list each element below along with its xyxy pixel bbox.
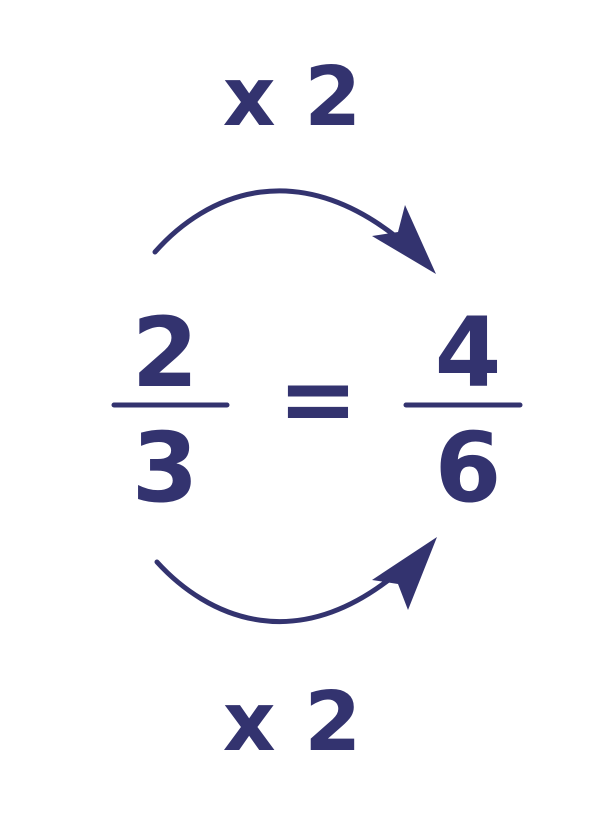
top-multiplier-label: x 2: [223, 50, 362, 145]
bottom-arrow-icon: [154, 557, 415, 625]
right-numerator: 4: [435, 297, 502, 409]
bottom-multiplier-label: x 2: [223, 675, 362, 770]
top-arrowhead-icon: [372, 205, 436, 274]
right-denominator: 6: [435, 412, 502, 524]
equals-sign: =: [278, 343, 358, 455]
left-denominator: 3: [132, 412, 199, 524]
bottom-arrowhead-icon: [372, 537, 437, 610]
top-arrow-icon: [152, 188, 415, 255]
left-numerator: 2: [132, 297, 199, 409]
